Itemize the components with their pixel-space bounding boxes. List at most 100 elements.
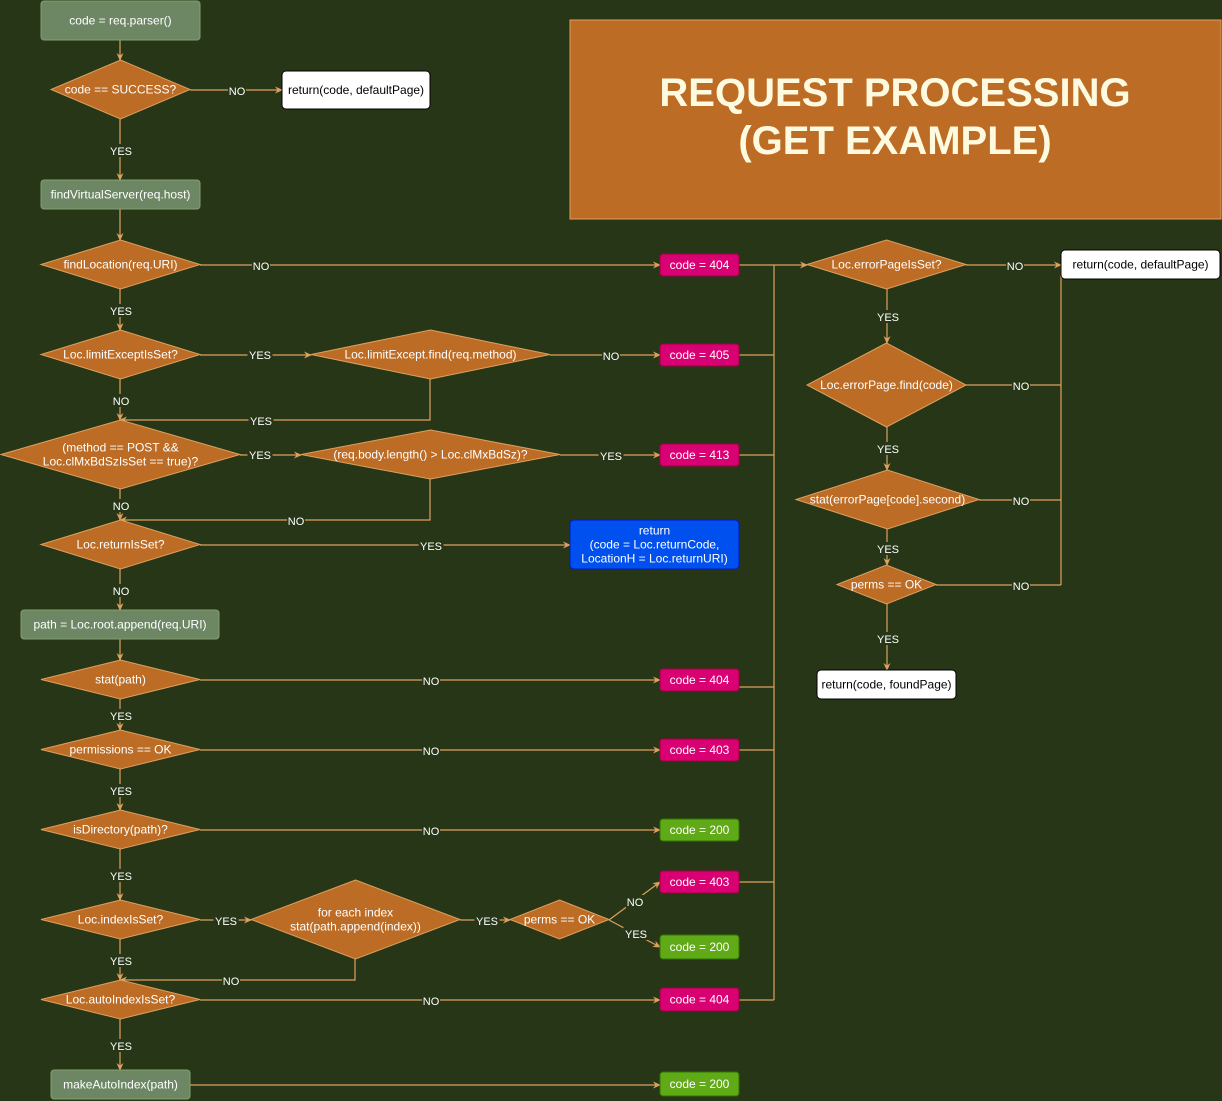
title-background (569, 19, 1222, 220)
edge-label-background (875, 632, 901, 645)
node-label: code = 200 (670, 823, 730, 837)
edge-label-yes: YES (213, 914, 239, 928)
error-box (659, 668, 740, 692)
edge-label-background (875, 542, 901, 555)
edge-label-text: NO (1007, 261, 1024, 273)
decision-diamond (0, 419, 242, 490)
edge-label-text: YES (249, 450, 271, 462)
decision-diamond (805, 239, 968, 290)
node-label: path = Loc.root.append(req.URI) (33, 618, 206, 632)
edge-label-no: NO (1012, 579, 1030, 593)
node-perms-ok-index: perms == OK (508, 899, 611, 940)
edge-label-background (252, 259, 270, 272)
edge-label-background (598, 449, 624, 462)
edge-label-text: YES (249, 350, 271, 362)
node-label: perms == OK (851, 578, 922, 592)
decision-diamond (39, 329, 202, 380)
edge-label-background (108, 954, 134, 967)
node-success-check: code == SUCCESS? (49, 59, 192, 120)
node-stat-path: stat(path) (40, 659, 201, 700)
node-label: findLocation(req.URI) (63, 258, 177, 272)
edge-label-text: NO (1013, 496, 1030, 508)
edge-label-text: YES (877, 444, 899, 456)
decision-diamond (39, 519, 202, 570)
special-box (569, 519, 740, 570)
edge-label-background (474, 914, 500, 927)
edge-label-text: NO (423, 826, 440, 838)
node-code-403-b: code = 403 (659, 870, 740, 894)
edge-label-yes: YES (247, 448, 273, 462)
node-label: (method == POST && (62, 441, 179, 455)
error-box (659, 870, 740, 894)
node-label: for each index (318, 906, 393, 920)
edge-label-background (422, 824, 440, 837)
edge-label-background (875, 310, 901, 323)
node-label: (req.body.length() > Loc.clMxBdSz)? (333, 448, 528, 462)
edge-label-background (112, 394, 130, 407)
process-box (40, 179, 201, 210)
node-label: Loc.limitExcept.find(req.method) (344, 348, 516, 362)
edge-label-background (418, 539, 444, 552)
node-label: permissions == OK (69, 743, 171, 757)
edge-label-yes: YES (247, 348, 273, 362)
node-label: perms == OK (524, 913, 595, 927)
node-label: Loc.errorPage.find(code) (820, 378, 953, 392)
edge-label-no: NO (422, 994, 440, 1008)
decision-diamond (310, 329, 551, 380)
decision-diamond (249, 879, 462, 960)
edge-label-background (248, 414, 274, 427)
node-label: stat(path) (95, 673, 146, 687)
node-label: Loc.returnIsSet? (76, 538, 164, 552)
node-find-vserver: findVirtualServer(req.host) (40, 179, 201, 210)
node-path-root: path = Loc.root.append(req.URI) (20, 609, 220, 640)
edge-label-background (623, 927, 649, 940)
edge-label-yes: YES (598, 449, 624, 463)
node-label: code = 404 (670, 993, 730, 1007)
edge-label-yes: YES (108, 869, 134, 883)
edge-label-text: YES (625, 929, 647, 941)
node-label: Loc.errorPageIsSet? (831, 258, 941, 272)
node-label: code = 200 (670, 940, 730, 954)
edge-connector (119, 379, 431, 424)
edge-label-background (247, 448, 273, 461)
edge-label-background (422, 994, 440, 1007)
edge-label-background (1012, 494, 1030, 507)
edge-label-background (247, 348, 273, 361)
edge-label-yes: YES (108, 784, 134, 798)
edge-label-text: NO (423, 746, 440, 758)
node-parser: code = req.parser() (40, 0, 201, 41)
success-box (659, 934, 740, 960)
node-return-special: return(code = Loc.returnCode,LocationH =… (569, 519, 740, 570)
edge-label-background (1006, 259, 1024, 272)
edge-label-yes: YES (875, 632, 901, 646)
terminal-box (281, 70, 431, 110)
edge-label-yes: YES (875, 310, 901, 324)
edge-label-yes: YES (248, 414, 274, 428)
decision-diamond (300, 429, 561, 480)
edge-label-yes: YES (108, 304, 134, 318)
node-code-200-b: code = 200 (659, 934, 740, 960)
node-limit-except-find: Loc.limitExcept.find(req.method) (310, 329, 551, 380)
edge-label-no: NO (222, 974, 240, 988)
edge-label-background (108, 784, 134, 797)
edge-label-no: NO (602, 349, 620, 363)
edge-label-text: NO (288, 516, 305, 528)
decision-diamond (40, 729, 201, 770)
edge-label-no: NO (112, 584, 130, 598)
decision-diamond (40, 659, 201, 700)
success-box (659, 1071, 740, 1097)
decision-diamond (794, 469, 981, 530)
node-error-page-set: Loc.errorPageIsSet? (805, 239, 968, 290)
edge-label-background (108, 144, 134, 157)
decision-diamond (805, 342, 968, 428)
process-box (50, 1069, 191, 1100)
title-line-2: (GET EXAMPLE) (738, 119, 1051, 163)
edge-label-text: YES (110, 146, 132, 158)
node-label: stat(path.append(index)) (290, 920, 421, 934)
edge-label-background (112, 499, 130, 512)
edge-label-no: NO (112, 394, 130, 408)
node-autoindex-set: Loc.autoIndexIsSet? (40, 979, 201, 1020)
decision-diamond (40, 899, 201, 940)
